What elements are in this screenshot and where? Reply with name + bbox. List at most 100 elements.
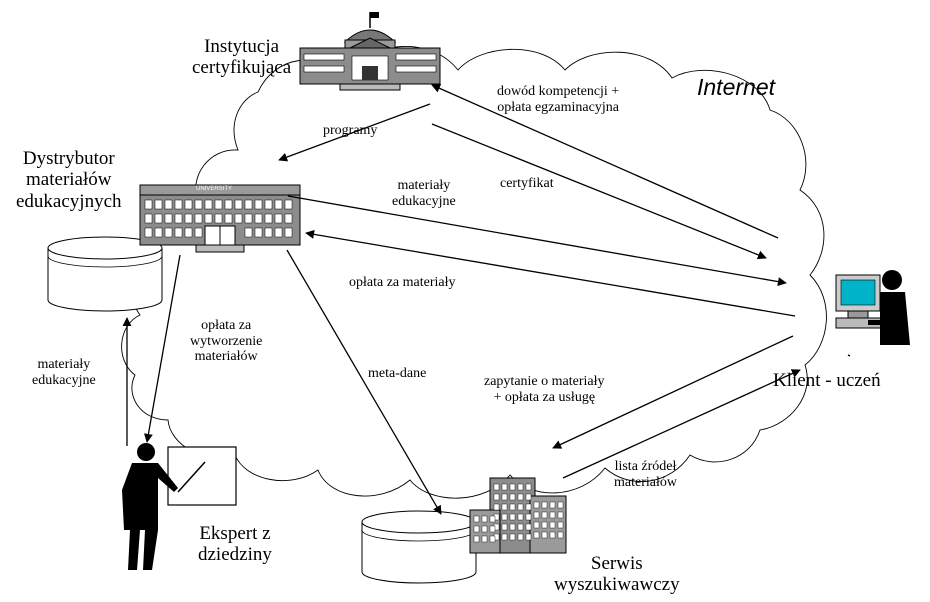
window — [557, 531, 564, 539]
arrow-programs — [278, 103, 431, 162]
window — [549, 531, 556, 539]
edge-label-query: zapytanie o materiały + opłata za usługę — [484, 374, 605, 405]
edge-label-source-list: lista źródeł materiałów — [614, 459, 677, 490]
window — [154, 199, 163, 210]
window — [501, 523, 508, 531]
window — [501, 493, 508, 501]
window — [284, 213, 293, 224]
window — [274, 227, 283, 238]
window — [254, 227, 263, 238]
window — [557, 501, 564, 509]
window — [489, 515, 496, 523]
window — [517, 483, 524, 491]
window — [509, 513, 516, 521]
window — [224, 199, 233, 210]
window — [144, 227, 153, 238]
internet-label: Internet — [697, 74, 775, 100]
window — [194, 199, 203, 210]
window — [194, 227, 203, 238]
window — [533, 531, 540, 539]
window — [525, 493, 532, 501]
edge-label-edu-materials-db: materiały edukacyjne — [32, 357, 96, 388]
window — [174, 213, 183, 224]
window — [501, 533, 508, 541]
edge-label-payment-materials: opłata za materiały — [349, 275, 456, 290]
window — [509, 493, 516, 501]
window — [517, 513, 524, 521]
arrow-query — [552, 335, 794, 449]
window — [509, 503, 516, 511]
diagram-arrows — [122, 84, 801, 515]
window — [144, 199, 153, 210]
metadata-database-icon — [361, 510, 477, 584]
arrow-certificate — [431, 123, 767, 260]
window — [517, 533, 524, 541]
window — [284, 199, 293, 210]
window — [204, 213, 213, 224]
window — [517, 503, 524, 511]
window — [541, 531, 548, 539]
window — [525, 533, 532, 541]
arrow-source-list — [562, 369, 801, 479]
window — [244, 199, 253, 210]
window — [254, 199, 263, 210]
window — [164, 213, 173, 224]
window — [557, 521, 564, 529]
window — [473, 515, 480, 523]
expert-teacher-icon — [122, 443, 237, 570]
internet-cloud — [121, 45, 827, 499]
distributor-building-icon — [139, 184, 301, 253]
node-client-label: Klient - uczeń — [773, 370, 881, 391]
window — [533, 501, 540, 509]
node-institution-label: Instytucja certyfikująca — [192, 36, 292, 79]
window — [154, 213, 163, 224]
window — [184, 227, 193, 238]
window — [517, 523, 524, 531]
window — [144, 213, 153, 224]
window — [164, 227, 173, 238]
window — [184, 213, 193, 224]
window — [525, 483, 532, 491]
window — [549, 501, 556, 509]
window — [164, 199, 173, 210]
arrow-materials-to-client — [287, 195, 787, 287]
window — [489, 525, 496, 533]
arrow-production-payment — [143, 254, 181, 443]
window — [234, 199, 243, 210]
window — [174, 199, 183, 210]
client-computer-icon — [835, 270, 910, 357]
window — [274, 213, 283, 224]
window — [204, 199, 213, 210]
window — [557, 511, 564, 519]
window — [533, 511, 540, 519]
window — [541, 521, 548, 529]
window — [493, 503, 500, 511]
arrow-metadata — [286, 249, 442, 515]
window — [541, 501, 548, 509]
window — [525, 513, 532, 521]
window — [501, 503, 508, 511]
edge-label-programs: programy — [323, 123, 378, 138]
window — [254, 213, 263, 224]
window — [234, 213, 243, 224]
window — [517, 493, 524, 501]
window — [214, 199, 223, 210]
window — [244, 227, 253, 238]
window — [244, 213, 253, 224]
window — [509, 523, 516, 531]
window — [154, 227, 163, 238]
window — [214, 213, 223, 224]
window — [525, 503, 532, 511]
node-expert-label: Ekspert z dziedziny — [198, 523, 272, 566]
window — [473, 525, 480, 533]
window — [224, 213, 233, 224]
window — [501, 483, 508, 491]
window — [284, 227, 293, 238]
institution-building-icon — [299, 12, 441, 91]
window — [533, 521, 540, 529]
window — [481, 515, 488, 523]
window — [473, 535, 480, 543]
window — [549, 511, 556, 519]
